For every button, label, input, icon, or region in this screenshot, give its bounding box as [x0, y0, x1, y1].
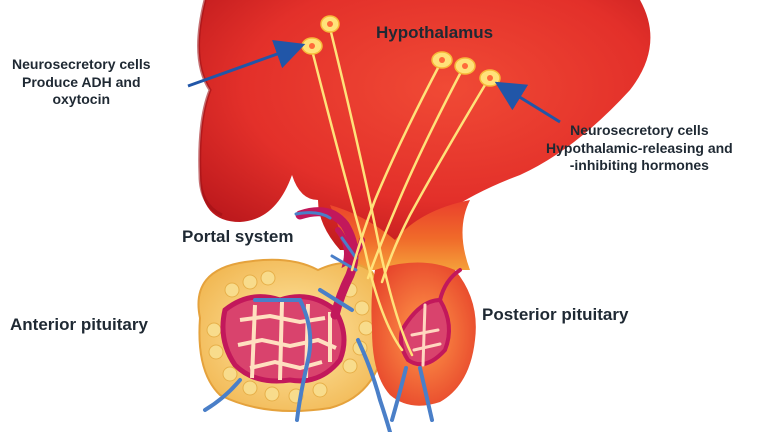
- label-neurosecretory-left: Neurosecretory cells Produce ADH and oxy…: [12, 56, 151, 109]
- label-anterior-pituitary: Anterior pituitary: [10, 314, 148, 335]
- label-neurosecretory-left-line3: oxytocin: [12, 91, 151, 109]
- label-neurosecretory-right: Neurosecretory cells Hypothalamic-releas…: [546, 122, 733, 175]
- label-neurosecretory-right-line1: Neurosecretory cells: [546, 122, 733, 140]
- label-neurosecretory-right-line2: Hypothalamic-releasing and: [546, 140, 733, 158]
- anterior-capillary-network: [223, 297, 344, 381]
- label-portal-system: Portal system: [182, 226, 294, 247]
- label-neurosecretory-left-line2: Produce ADH and: [12, 74, 151, 92]
- label-posterior-pituitary: Posterior pituitary: [482, 304, 628, 325]
- label-neurosecretory-right-line3: -inhibiting hormones: [546, 157, 733, 175]
- label-hypothalamus: Hypothalamus: [376, 22, 493, 43]
- label-neurosecretory-left-line1: Neurosecretory cells: [12, 56, 151, 74]
